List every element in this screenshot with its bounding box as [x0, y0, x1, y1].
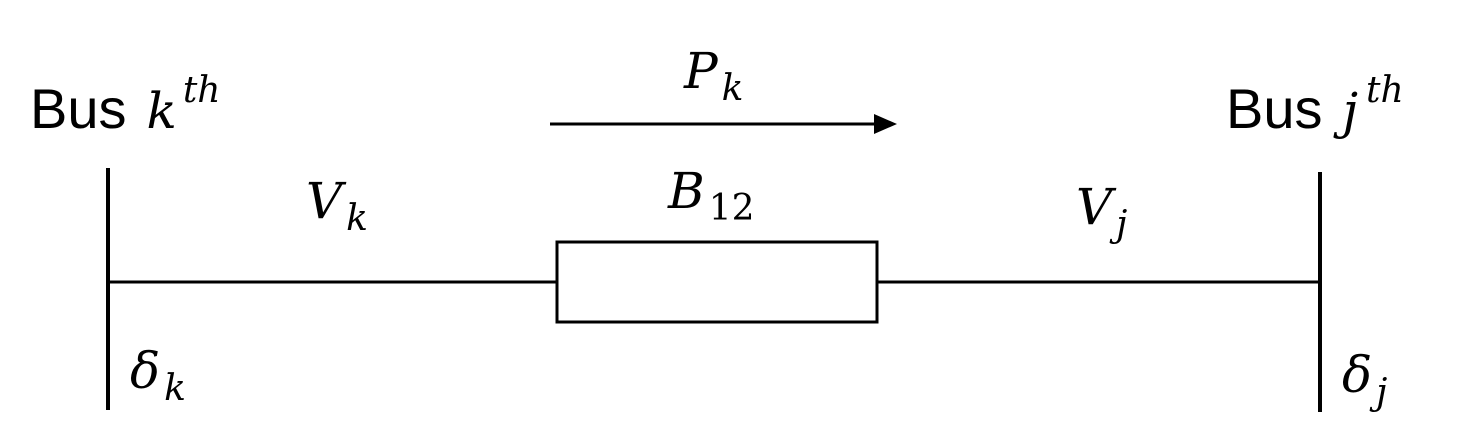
voltage-j-label: V j	[1076, 178, 1127, 245]
bus-j-word: Bus	[1226, 77, 1323, 140]
susceptance-symbol: B	[667, 162, 705, 220]
power-flow-subscript: k	[722, 68, 744, 109]
bus-k-index: k	[147, 82, 177, 140]
voltage-k-subscript: k	[346, 198, 368, 239]
power-flow-label: P k	[683, 42, 743, 109]
angle-j-symbol: δ	[1342, 346, 1372, 404]
bus-k-superscript: th	[183, 70, 221, 111]
angle-k-label: δ k	[130, 342, 186, 409]
bus-j-superscript: th	[1366, 70, 1404, 111]
bus-j-index: j	[1333, 82, 1359, 140]
impedance-box	[555, 240, 879, 324]
voltage-j-symbol: V	[1076, 178, 1117, 236]
power-flow-arrow	[550, 114, 897, 134]
angle-j-label: δ j	[1342, 346, 1387, 413]
angle-j-subscript: j	[1369, 372, 1387, 413]
bus-k-label: Bus k th	[30, 70, 220, 140]
voltage-k-label: V k	[306, 172, 368, 239]
susceptance-label: B 12	[667, 162, 755, 229]
voltage-j-subscript: j	[1109, 204, 1127, 245]
susceptance-subscript: 12	[709, 188, 755, 229]
voltage-k-symbol: V	[306, 172, 347, 230]
angle-k-symbol: δ	[130, 342, 160, 400]
power-flow-symbol: P	[683, 42, 719, 100]
bus-j-label: Bus j th	[1226, 70, 1404, 140]
angle-k-subscript: k	[164, 368, 186, 409]
bus-k-word: Bus	[30, 77, 127, 140]
